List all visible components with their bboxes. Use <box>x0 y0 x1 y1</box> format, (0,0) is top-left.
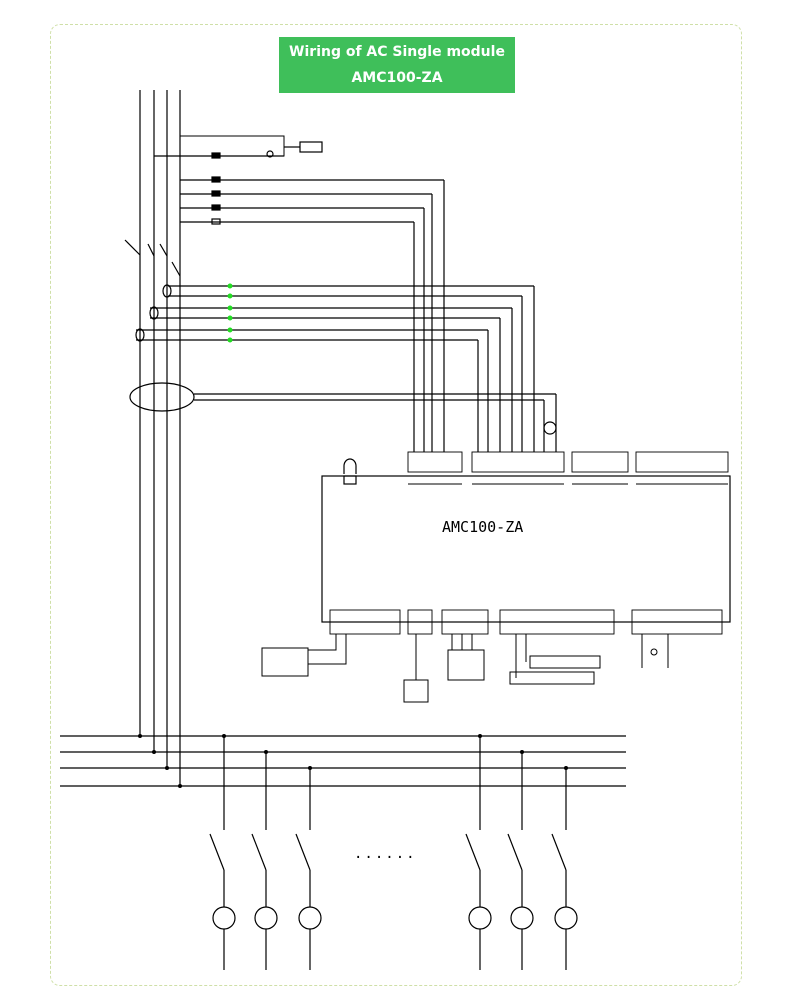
title-banner: Wiring of AC Single module AMC100-ZA <box>279 37 515 93</box>
branch-circuits <box>209 736 578 970</box>
bottom-terminal-blocks <box>329 609 723 635</box>
top-terminal-blocks <box>407 451 729 485</box>
ct-input-block <box>154 135 323 159</box>
diagram-frame <box>50 24 742 986</box>
bottom-peripherals <box>261 634 669 703</box>
main-vertical-buses <box>139 90 181 786</box>
more-branches-dots: ······ <box>354 850 417 866</box>
voltage-input-wires <box>180 176 445 452</box>
fuse-indicators <box>227 283 233 343</box>
distribution-buses <box>60 735 626 787</box>
device-module <box>321 458 731 623</box>
leakage-ct <box>129 382 557 452</box>
device-model-label: AMC100-ZA <box>442 518 523 536</box>
title-line-1: Wiring of AC Single module <box>289 44 505 60</box>
current-transformer-wires <box>135 284 535 452</box>
title-line-2: AMC100-ZA <box>351 70 443 86</box>
isolator-switches <box>124 239 181 277</box>
junction-dots <box>138 734 568 788</box>
